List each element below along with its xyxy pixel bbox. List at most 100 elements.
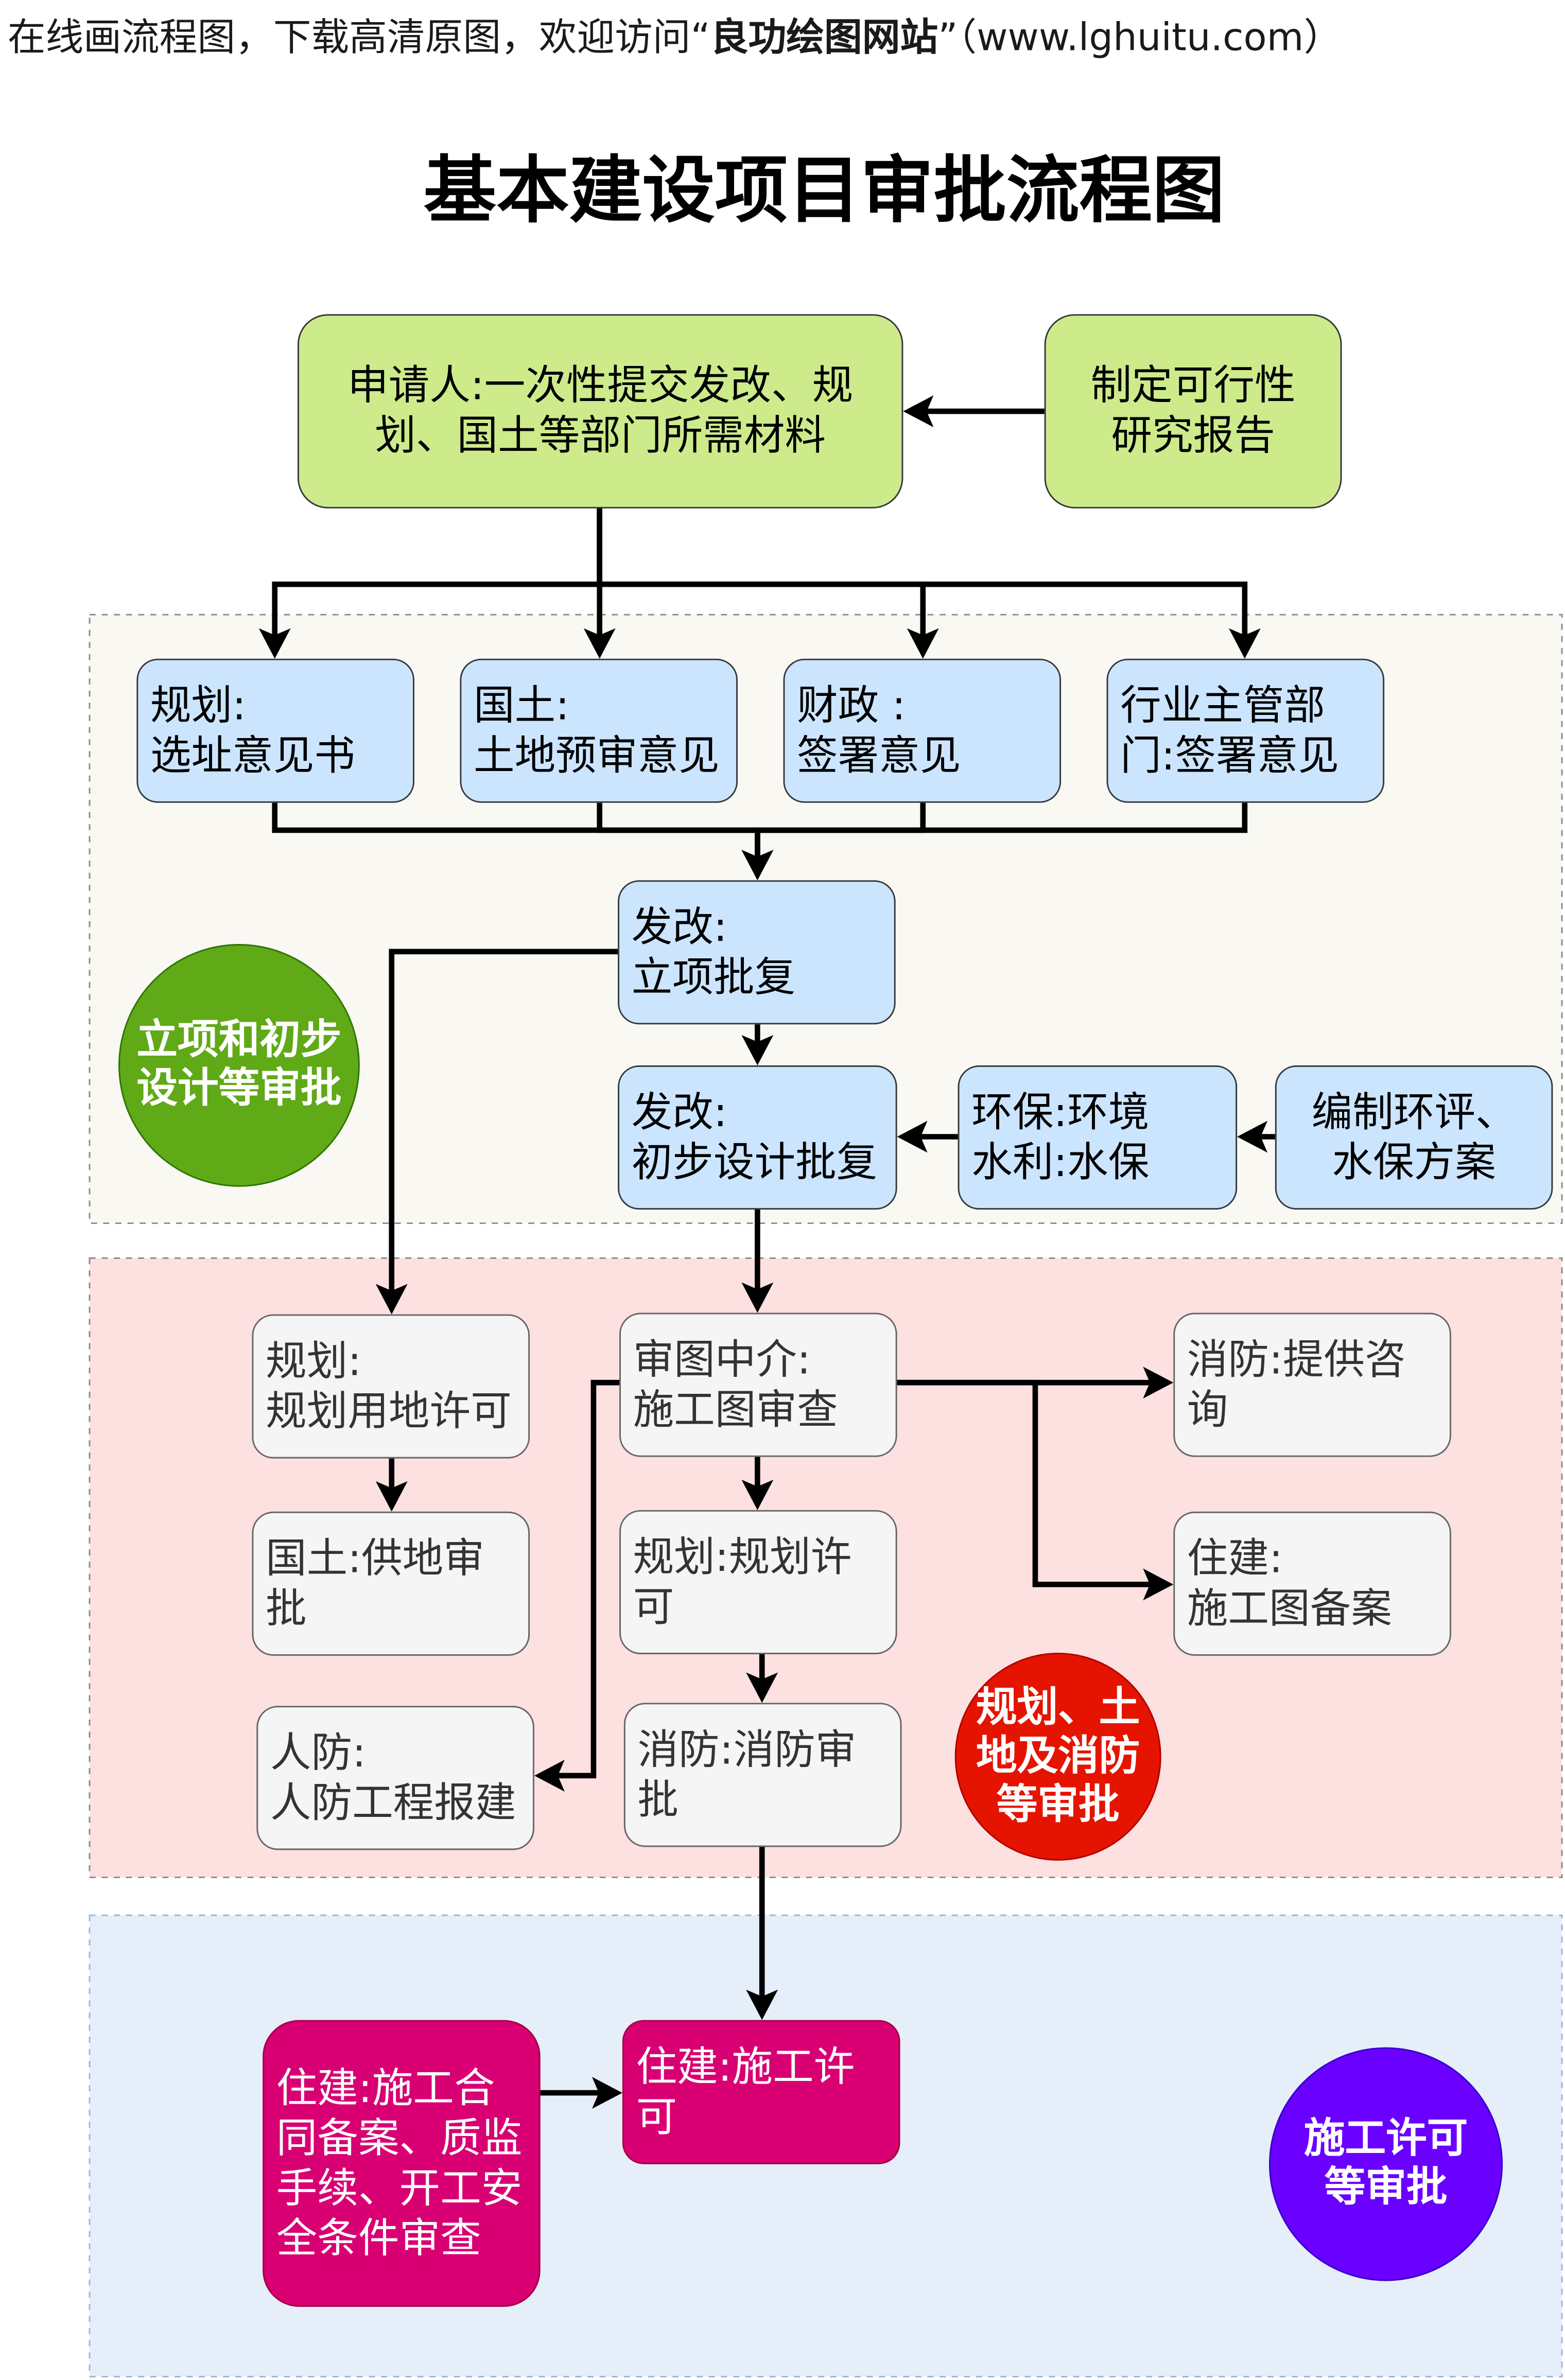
node-text-line: 住建: bbox=[1187, 1535, 1283, 1582]
node-text-line: 批 bbox=[637, 1776, 679, 1824]
stage-badge-project-design: 立项和初步 设计等审批 bbox=[118, 944, 360, 1187]
node-civil-defense-filing: 人防: 人防工程报建 bbox=[256, 1706, 534, 1850]
node-text-line: 规划:规划许 bbox=[633, 1533, 852, 1581]
node-text-line: 可 bbox=[636, 2093, 677, 2141]
node-text-line: 审图中介: bbox=[633, 1336, 811, 1384]
node-text: 住建:施工许 可 bbox=[636, 2042, 886, 2142]
node-text: 发改: 立项批复 bbox=[632, 902, 882, 1003]
node-applicant: 申请人:一次性提交发改、规 划、国土等部门所需材料 bbox=[297, 314, 903, 509]
node-industry-dept-opinion: 行业主管部 门:签署意见 bbox=[1106, 658, 1385, 803]
node-text: 消防:提供咨 询 bbox=[1187, 1335, 1438, 1435]
node-text-line: 选址意见书 bbox=[150, 732, 355, 780]
node-text-line: 制定可行性 bbox=[1090, 362, 1296, 410]
node-text-line: 立项批复 bbox=[631, 954, 796, 1001]
node-text-line: 签署意见 bbox=[797, 732, 961, 780]
node-text-line: 水保方案 bbox=[1332, 1139, 1496, 1186]
node-text-line: 人防工程报建 bbox=[270, 1779, 516, 1827]
diagram-title: 基本建设项目审批流程图 bbox=[423, 148, 1225, 234]
node-text: 申请人:一次性提交发改、规 划、国土等部门所需材料 bbox=[311, 361, 889, 462]
node-text-line: 可 bbox=[633, 1583, 674, 1631]
node-text: 规划: 规划用地许可 bbox=[266, 1336, 516, 1437]
node-text-line: 消防:消防审 bbox=[637, 1726, 857, 1774]
node-planning-permit: 规划:规划许 可 bbox=[619, 1510, 897, 1654]
node-ndrc-preliminary-design: 发改: 初步设计批复 bbox=[618, 1065, 897, 1210]
node-ndrc-project-approval: 发改: 立项批复 bbox=[618, 880, 896, 1025]
site-banner: 在线画流程图，下载高清原图，欢迎访问“良功绘图网站”（www.lghuitu.c… bbox=[8, 14, 1342, 62]
node-text: 环保:环境 水利:水保 bbox=[971, 1088, 1223, 1188]
stage-badge-line: 立项和初步 bbox=[136, 1017, 342, 1064]
edge-applicant-to-industry-dept bbox=[597, 508, 1261, 659]
node-text: 编制环评、 水保方案 bbox=[1289, 1088, 1539, 1188]
node-text-line: 划、国土等部门所需材料 bbox=[375, 413, 826, 460]
node-text-line: 国土:供地审 bbox=[266, 1535, 484, 1582]
node-text: 住建:施工合 同备案、质监 手续、开工安 全条件审查 bbox=[276, 2063, 527, 2264]
node-text-line: 同备案、质监 bbox=[276, 2114, 523, 2162]
node-text-line: 初步设计批复 bbox=[631, 1139, 878, 1186]
stage-badge-planning-land-fire: 规划、土 地及消防 等审批 bbox=[954, 1653, 1161, 1861]
node-text: 制定可行性 研究报告 bbox=[1058, 361, 1328, 462]
node-land-pre-review: 国土: 土地预审意见 bbox=[460, 658, 738, 803]
node-fire-approval: 消防:消防审 批 bbox=[623, 1703, 902, 1847]
node-land-supply-approval: 国土:供地审 批 bbox=[252, 1511, 530, 1656]
node-contract-quality-safety: 住建:施工合 同备案、质监 手续、开工安 全条件审查 bbox=[263, 2020, 541, 2307]
node-text: 规划:规划许 可 bbox=[633, 1532, 884, 1633]
node-construction-permit: 住建:施工许 可 bbox=[622, 2020, 900, 2164]
node-text-line: 编制环评、 bbox=[1311, 1089, 1517, 1136]
node-text-line: 财政 : bbox=[797, 682, 906, 729]
node-planning-site-opinion: 规划: 选址意见书 bbox=[136, 658, 414, 803]
node-planning-land-use-permit: 规划: 规划用地许可 bbox=[252, 1314, 530, 1459]
node-text-line: 环保:环境 bbox=[971, 1089, 1150, 1136]
banner-url-text: ”（www.lghuitu.com） bbox=[938, 15, 1342, 59]
node-text-line: 手续、开工安 bbox=[276, 2165, 523, 2212]
edge-industry-dept-to-project-approval bbox=[741, 802, 1248, 881]
node-text-line: 消防:提供咨 bbox=[1187, 1336, 1406, 1384]
node-text: 审图中介: 施工图审查 bbox=[633, 1335, 884, 1435]
node-feasibility-report: 制定可行性 研究报告 bbox=[1044, 314, 1342, 509]
node-text-line: 发改: bbox=[631, 1089, 727, 1136]
edge-drawing-review-to-drawing-filing bbox=[897, 1379, 1174, 1601]
stage-badge-construction-permit: 施工许可 等审批 bbox=[1269, 2047, 1503, 2281]
node-text-line: 住建:施工许 bbox=[636, 2043, 855, 2091]
stage-badge-text: 施工许可 等审批 bbox=[1304, 2115, 1468, 2213]
node-housing-drawing-filing: 住建: 施工图备案 bbox=[1173, 1511, 1451, 1656]
stage-badge-line: 等审批 bbox=[996, 1781, 1120, 1828]
node-text-line: 规划用地许可 bbox=[266, 1388, 512, 1435]
node-text-line: 水利:水保 bbox=[971, 1139, 1150, 1186]
banner-brand: 良功绘图网站 bbox=[710, 15, 938, 59]
node-text-line: 人防: bbox=[270, 1729, 366, 1777]
node-text-line: 土地预审意见 bbox=[473, 732, 720, 780]
node-text: 人防: 人防工程报建 bbox=[270, 1728, 521, 1828]
node-text-line: 研究报告 bbox=[1111, 413, 1275, 460]
node-text: 财政 : 签署意见 bbox=[797, 680, 1048, 781]
banner-text: 在线画流程图，下载高清原图，欢迎访问“ bbox=[7, 15, 710, 59]
node-text-line: 申请人:一次性提交发改、规 bbox=[347, 362, 854, 410]
node-text-line: 发改: bbox=[631, 903, 727, 951]
stage-badge-line: 地及消防 bbox=[976, 1732, 1140, 1780]
edge-project-approval-to-land-use-permit bbox=[375, 949, 618, 1315]
node-text-line: 施工图审查 bbox=[633, 1386, 838, 1433]
node-text: 住建: 施工图备案 bbox=[1187, 1534, 1438, 1634]
node-text-line: 全条件审查 bbox=[276, 2215, 481, 2262]
node-text-line: 国土: bbox=[473, 682, 570, 729]
node-text: 规划: 选址意见书 bbox=[150, 680, 401, 781]
node-text-line: 询 bbox=[1187, 1386, 1228, 1433]
node-text: 消防:消防审 批 bbox=[637, 1725, 888, 1825]
node-text-line: 规划: bbox=[266, 1338, 362, 1385]
stage-badge-text: 立项和初步 设计等审批 bbox=[136, 1017, 341, 1114]
node-eia-plan: 编制环评、 水保方案 bbox=[1275, 1065, 1553, 1210]
node-text-line: 住建:施工合 bbox=[276, 2064, 495, 2112]
node-env-water-review: 环保:环境 水利:水保 bbox=[958, 1065, 1238, 1210]
node-text: 国土:供地审 批 bbox=[266, 1534, 516, 1634]
node-text-line: 批 bbox=[266, 1585, 307, 1633]
edge-drawing-review-to-civil-defense bbox=[534, 1379, 620, 1792]
node-finance-opinion: 财政 : 签署意见 bbox=[783, 658, 1062, 803]
node-text-line: 施工图备案 bbox=[1187, 1585, 1392, 1633]
node-text: 行业主管部 门:签署意见 bbox=[1120, 680, 1371, 781]
node-drawing-review-agency: 审图中介: 施工图审查 bbox=[619, 1312, 897, 1457]
node-text-line: 行业主管部 bbox=[1120, 682, 1326, 729]
stage-badge-line: 设计等审批 bbox=[136, 1065, 342, 1113]
node-text: 国土: 土地预审意见 bbox=[474, 680, 724, 781]
node-text-line: 门:签署意见 bbox=[1120, 732, 1339, 780]
stage-badge-text: 规划、土 地及消防 等审批 bbox=[976, 1684, 1140, 1829]
